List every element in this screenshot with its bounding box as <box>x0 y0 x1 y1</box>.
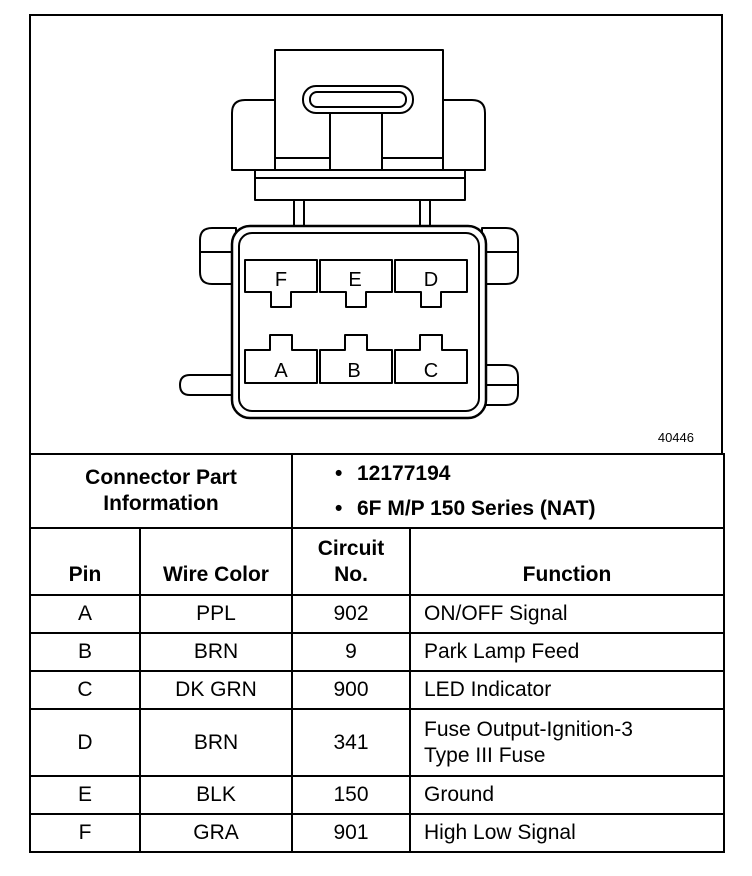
latch-shoulder-right <box>441 99 486 171</box>
pin-label-d: D <box>424 269 438 291</box>
cell-wire-color: GRA <box>139 813 293 853</box>
cell-pin: B <box>29 632 141 672</box>
cell-circuit: 341 <box>291 708 411 777</box>
cell-function-line1: Fuse Output-Ignition-3 <box>424 717 633 741</box>
cell-circuit: 9 <box>291 632 411 672</box>
connector-info-label-line2: Information <box>103 492 219 515</box>
cell-function: Park Lamp Feed <box>408 632 726 672</box>
header-circuit: Circuit No. <box>291 527 411 596</box>
cell-pin: C <box>29 670 141 710</box>
connector-part-number: 12177194 <box>335 456 723 491</box>
cell-function: Ground <box>408 775 726 815</box>
table-row: C DK GRN 900 LED Indicator <box>29 670 726 710</box>
figure-number: 40446 <box>658 430 694 445</box>
header-circuit-line2: No. <box>334 563 368 586</box>
connector-info-label-line1: Connector Part <box>85 466 237 489</box>
pin-cavity-a <box>244 334 318 384</box>
header-pin: Pin <box>29 527 141 596</box>
cell-pin: F <box>29 813 141 853</box>
cell-function-line2: Type III Fuse <box>424 743 546 767</box>
cell-circuit: 902 <box>291 594 411 634</box>
side-tab-upper-left <box>199 227 237 285</box>
pin-label-b: B <box>347 360 360 382</box>
cell-pin: D <box>29 708 141 777</box>
cell-function: High Low Signal <box>408 813 726 853</box>
connector-info-row: Connector Part Information 12177194 6F M… <box>29 453 726 529</box>
side-tab-upper-right <box>481 227 519 285</box>
table-row: D BRN 341 Fuse Output-Ignition-3 Type II… <box>29 708 726 777</box>
connector-crossbar <box>254 169 466 201</box>
cell-function: Fuse Output-Ignition-3 Type III Fuse <box>408 708 726 777</box>
cell-circuit: 900 <box>291 670 411 710</box>
pin-cavity-e <box>319 259 393 308</box>
pin-cavity-f <box>244 259 318 308</box>
table-row: F GRA 901 High Low Signal <box>29 813 726 853</box>
cell-wire-color: PPL <box>139 594 293 634</box>
connector-info-items: 12177194 6F M/P 150 Series (NAT) <box>290 453 726 529</box>
connector-series: 6F M/P 150 Series (NAT) <box>335 491 723 526</box>
pinout-table: Connector Part Information 12177194 6F M… <box>29 453 726 853</box>
cell-pin: A <box>29 594 141 634</box>
header-function: Function <box>408 527 726 596</box>
side-tab-lower-left <box>179 374 237 396</box>
pin-cavity-d <box>394 259 468 308</box>
header-wire-color: Wire Color <box>139 527 293 596</box>
cell-circuit: 150 <box>291 775 411 815</box>
latch-shoulder-left <box>231 99 277 171</box>
table-row: E BLK 150 Ground <box>29 775 726 815</box>
latch-stem <box>329 113 383 170</box>
pin-label-a: A <box>274 360 288 382</box>
pin-label-e: E <box>348 269 361 291</box>
pin-label-f: F <box>275 269 287 291</box>
cell-wire-color: DK GRN <box>139 670 293 710</box>
pin-label-c: C <box>424 360 438 382</box>
cell-wire-color: BLK <box>139 775 293 815</box>
table-header-row: Pin Wire Color Circuit No. Function <box>29 527 726 596</box>
table-row: B BRN 9 Park Lamp Feed <box>29 632 726 672</box>
connector-drawing: F E D A B C 40446 <box>179 49 694 445</box>
cell-pin: E <box>29 775 141 815</box>
table-row: A PPL 902 ON/OFF Signal <box>29 594 726 634</box>
connector-body-inner <box>238 232 480 412</box>
figure-frame <box>29 14 723 455</box>
cell-wire-color: BRN <box>139 632 293 672</box>
latch-slot-inner <box>309 91 407 108</box>
cell-circuit: 901 <box>291 813 411 853</box>
header-circuit-line1: Circuit <box>317 537 385 560</box>
cell-wire-color: BRN <box>139 708 293 777</box>
cell-function: LED Indicator <box>408 670 726 710</box>
pin-cavity-b <box>319 334 393 384</box>
pin-cavity-c <box>394 334 468 384</box>
connector-info-label: Connector Part Information <box>29 453 293 529</box>
cell-function: ON/OFF Signal <box>408 594 726 634</box>
